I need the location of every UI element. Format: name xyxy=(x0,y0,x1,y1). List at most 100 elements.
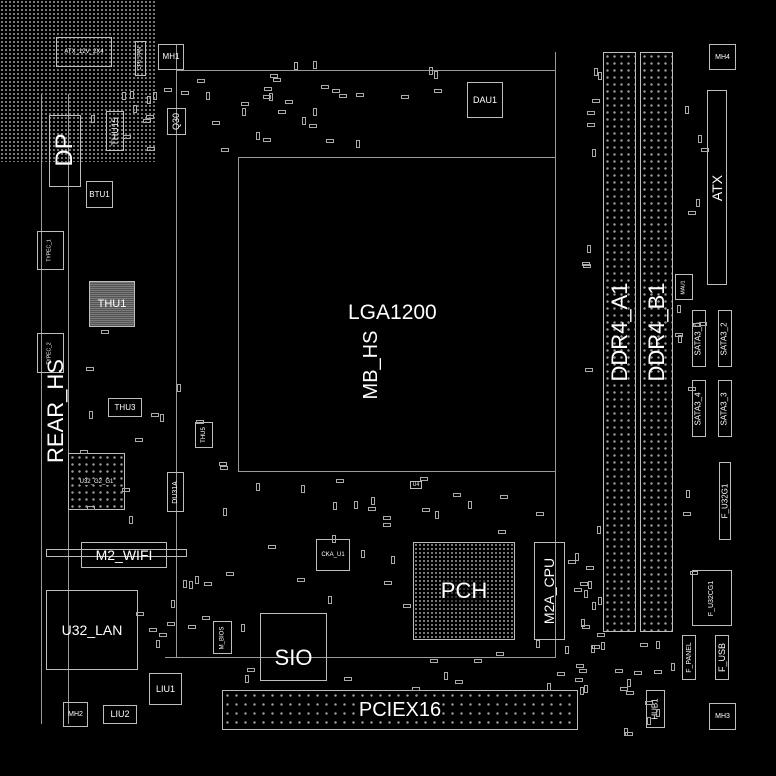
mh3-label: MH3 xyxy=(715,713,730,720)
u4-label: U4 xyxy=(412,481,420,488)
passive-component xyxy=(220,147,229,152)
passive-component xyxy=(333,501,338,510)
f-panel-header: F_PANEL xyxy=(682,635,696,680)
ddr4-a1-label: DDR4_A1 xyxy=(607,282,632,382)
mounting-hole-mh2: MH2 xyxy=(63,702,88,727)
typec-1-connector: TYPEC_1 xyxy=(37,231,64,270)
passive-component xyxy=(204,581,213,586)
passive-component xyxy=(142,118,151,123)
passive-component xyxy=(296,578,305,583)
passive-component xyxy=(700,147,709,152)
passive-component xyxy=(434,89,443,94)
pch-chip: PCH xyxy=(413,542,515,640)
cpu-zone-line-top xyxy=(176,70,556,71)
passive-component xyxy=(309,123,318,128)
passive-component xyxy=(547,683,552,692)
passive-component xyxy=(583,684,588,693)
passive-component xyxy=(382,515,391,520)
passive-component xyxy=(620,687,629,692)
passive-component xyxy=(574,588,583,593)
q30-chip: Q30 xyxy=(167,108,186,135)
passive-component xyxy=(685,489,690,498)
passive-component xyxy=(263,137,272,142)
passive-component xyxy=(675,333,683,338)
passive-component xyxy=(272,77,281,82)
passive-component xyxy=(256,131,261,140)
thu5-label: THU5 xyxy=(200,427,207,443)
passive-component xyxy=(301,116,306,125)
passive-component xyxy=(581,619,586,628)
passive-component xyxy=(325,139,334,144)
passive-component xyxy=(565,646,570,655)
passive-component xyxy=(148,627,157,632)
passive-component xyxy=(645,701,654,706)
f-usb-label: F_USB xyxy=(716,642,727,673)
passive-component xyxy=(226,572,235,577)
passive-component xyxy=(270,73,279,78)
btu1-chip: BTU1 xyxy=(86,181,113,208)
passive-component xyxy=(196,420,204,425)
passive-component xyxy=(136,612,145,617)
ddr4-b1-slot xyxy=(640,52,673,632)
passive-component xyxy=(338,94,347,99)
passive-component xyxy=(597,597,602,606)
passive-component xyxy=(153,92,158,101)
passive-component xyxy=(678,334,683,343)
cpu-fan-label: CPU_FAN xyxy=(137,46,143,71)
passive-component xyxy=(556,671,565,676)
passive-component xyxy=(497,530,506,535)
passive-component xyxy=(129,90,134,99)
passive-component xyxy=(582,264,591,269)
m2-wifi-box: M2_WIFI xyxy=(81,542,167,568)
passive-component xyxy=(586,123,595,128)
typec-2-connector: TYPEC_2 xyxy=(37,333,64,373)
liu2-label: LIU2 xyxy=(110,709,130,719)
m-bios-chip: M_BIOS xyxy=(213,621,232,654)
dp-connector xyxy=(49,115,81,187)
passive-component xyxy=(412,687,421,692)
atx-label: ATX xyxy=(709,174,726,201)
passive-component xyxy=(646,717,651,726)
m2-wifi-slot xyxy=(46,549,187,557)
passive-component xyxy=(653,669,662,674)
pciex16-slot: PCIEX16 xyxy=(222,690,578,730)
f-u32g1-label: F_U32G1 xyxy=(720,483,729,519)
passive-component xyxy=(354,501,359,510)
thu5-chip: THU5 xyxy=(195,422,213,448)
passive-component xyxy=(255,483,260,492)
passive-component xyxy=(171,599,176,608)
passive-component xyxy=(433,71,438,80)
dau1-chip: DAU1 xyxy=(467,82,503,118)
mounting-hole-mh1: MH1 xyxy=(158,44,184,70)
passive-component xyxy=(159,632,168,637)
ddr4-b1-label: DDR4_B1 xyxy=(644,282,669,382)
passive-component xyxy=(240,623,245,632)
f-usb-header: F_USB xyxy=(715,635,729,680)
passive-component xyxy=(220,465,229,470)
passive-component xyxy=(614,669,623,674)
passive-component xyxy=(269,92,274,101)
passive-component xyxy=(428,67,433,76)
passive-component xyxy=(331,534,336,543)
passive-component xyxy=(355,92,364,97)
passive-component xyxy=(568,560,577,565)
passive-component xyxy=(592,99,601,104)
passive-component xyxy=(575,678,584,683)
sio-chip: SIO xyxy=(260,613,327,681)
pciex16-label: PCIEX16 xyxy=(358,699,442,721)
sata3-4-port: SATA3_4 xyxy=(692,380,706,437)
passive-component xyxy=(687,211,696,216)
passive-component xyxy=(671,662,676,671)
passive-component xyxy=(535,511,544,516)
passive-component xyxy=(241,101,250,106)
passive-component xyxy=(146,146,155,151)
cka-u1-chip: CKA_U1 xyxy=(316,539,350,571)
mounting-hole-mh3: MH3 xyxy=(709,703,736,730)
hub1-chip: HUB1 xyxy=(646,690,665,728)
du31a-label: DU31A xyxy=(172,480,180,504)
passive-component xyxy=(361,550,366,559)
passive-component xyxy=(584,590,589,599)
passive-component xyxy=(591,148,596,157)
passive-component xyxy=(402,604,411,609)
passive-component xyxy=(500,494,509,499)
